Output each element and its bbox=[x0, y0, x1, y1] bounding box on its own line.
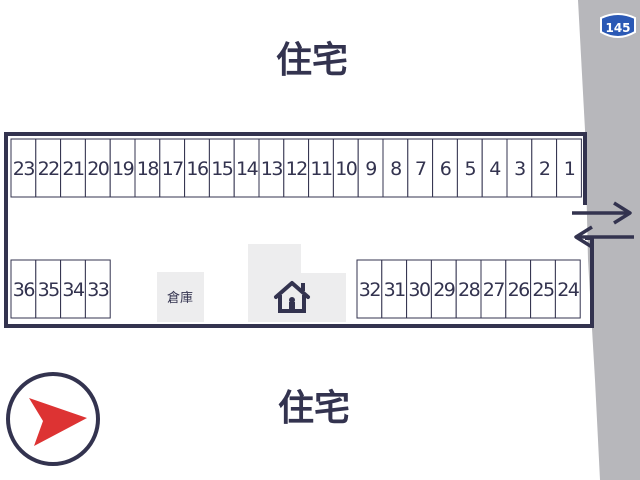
parking-space-4: 4 bbox=[481, 138, 508, 198]
parking-space-20: 20 bbox=[84, 138, 111, 198]
parking-space-21: 21 bbox=[60, 138, 86, 198]
parking-space-15: 15 bbox=[208, 138, 235, 198]
parking-space-number: 2 bbox=[539, 158, 550, 180]
storage-label: 倉庫 bbox=[167, 291, 193, 306]
parking-space-19: 19 bbox=[109, 138, 136, 198]
storage-building: 倉庫 bbox=[157, 272, 204, 322]
parking-space-number: 26 bbox=[508, 279, 530, 301]
parking-space-number: 14 bbox=[236, 158, 259, 180]
route-shield-icon: 145 bbox=[600, 13, 636, 38]
parking-space-number: 7 bbox=[415, 158, 426, 180]
parking-space-33: 33 bbox=[84, 259, 111, 319]
parking-space-number: 35 bbox=[38, 279, 60, 301]
parking-space-number: 4 bbox=[489, 158, 501, 180]
two-way-arrows-icon bbox=[572, 201, 634, 249]
parking-space-6: 6 bbox=[432, 138, 458, 198]
parking-space-22: 22 bbox=[35, 138, 62, 198]
parking-space-number: 29 bbox=[433, 279, 455, 301]
parking-space-9: 9 bbox=[357, 138, 384, 198]
parking-space-7: 7 bbox=[407, 138, 434, 198]
parking-space-35: 35 bbox=[35, 259, 62, 319]
parking-space-1: 1 bbox=[556, 138, 582, 198]
parking-space-number: 3 bbox=[514, 158, 525, 180]
parking-space-10: 10 bbox=[332, 138, 359, 198]
parking-space-number: 9 bbox=[365, 158, 376, 180]
residence-label-top: 住宅 bbox=[276, 39, 348, 81]
parking-space-17: 17 bbox=[159, 138, 186, 198]
parking-space-26: 26 bbox=[505, 259, 532, 319]
parking-space-number: 16 bbox=[186, 158, 208, 180]
parking-space-number: 22 bbox=[38, 158, 60, 180]
parking-space-27: 27 bbox=[480, 259, 507, 319]
residence-label-bottom: 住宅 bbox=[278, 387, 350, 429]
parking-space-30: 30 bbox=[406, 259, 432, 319]
parking-space-number: 11 bbox=[310, 158, 332, 180]
parking-space-number: 8 bbox=[390, 158, 401, 180]
parking-space-number: 28 bbox=[458, 279, 480, 301]
parking-space-number: 18 bbox=[137, 158, 159, 180]
parking-space-14: 14 bbox=[233, 138, 260, 198]
parking-space-number: 5 bbox=[465, 158, 476, 180]
parking-space-3: 3 bbox=[506, 138, 533, 198]
parking-space-32: 32 bbox=[356, 259, 383, 319]
parking-space-11: 11 bbox=[308, 138, 334, 198]
parking-space-number: 31 bbox=[384, 279, 406, 301]
parking-space-number: 12 bbox=[286, 158, 308, 180]
parking-space-number: 27 bbox=[483, 279, 505, 301]
office-building bbox=[248, 244, 346, 322]
parking-space-number: 19 bbox=[112, 158, 134, 180]
parking-space-number: 36 bbox=[13, 279, 35, 301]
parking-space-36: 36 bbox=[10, 259, 37, 319]
parking-space-34: 34 bbox=[60, 259, 86, 319]
parking-space-8: 8 bbox=[382, 138, 409, 198]
parking-space-number: 15 bbox=[211, 158, 233, 180]
parking-space-12: 12 bbox=[283, 138, 310, 198]
parking-space-number: 34 bbox=[62, 279, 85, 301]
parking-space-5: 5 bbox=[456, 138, 483, 198]
parking-space-number: 6 bbox=[440, 158, 451, 180]
parking-space-number: 25 bbox=[532, 279, 554, 301]
north-arrow-icon bbox=[6, 372, 100, 466]
parking-space-16: 16 bbox=[184, 138, 210, 198]
parking-space-number: 1 bbox=[564, 158, 575, 180]
parking-space-number: 30 bbox=[408, 279, 430, 301]
parking-space-29: 29 bbox=[430, 259, 457, 319]
parking-space-number: 13 bbox=[261, 158, 283, 180]
parking-space-number: 24 bbox=[557, 279, 580, 301]
parking-space-number: 23 bbox=[13, 158, 35, 180]
parking-space-number: 32 bbox=[359, 279, 381, 301]
house-icon bbox=[274, 281, 310, 313]
parking-space-number: 33 bbox=[87, 279, 109, 301]
parking-space-number: 20 bbox=[87, 158, 109, 180]
parking-space-number: 21 bbox=[62, 158, 84, 180]
parking-space-18: 18 bbox=[134, 138, 161, 198]
parking-space-number: 17 bbox=[162, 158, 184, 180]
parking-space-23: 23 bbox=[10, 138, 37, 198]
main-road bbox=[578, 0, 640, 480]
parking-space-2: 2 bbox=[531, 138, 558, 198]
parking-space-31: 31 bbox=[381, 259, 408, 319]
parking-space-13: 13 bbox=[258, 138, 285, 198]
parking-space-24: 24 bbox=[554, 259, 581, 319]
parking-space-28: 28 bbox=[455, 259, 482, 319]
route-number: 145 bbox=[605, 21, 630, 35]
parking-space-25: 25 bbox=[530, 259, 556, 319]
parking-space-number: 10 bbox=[335, 158, 357, 180]
